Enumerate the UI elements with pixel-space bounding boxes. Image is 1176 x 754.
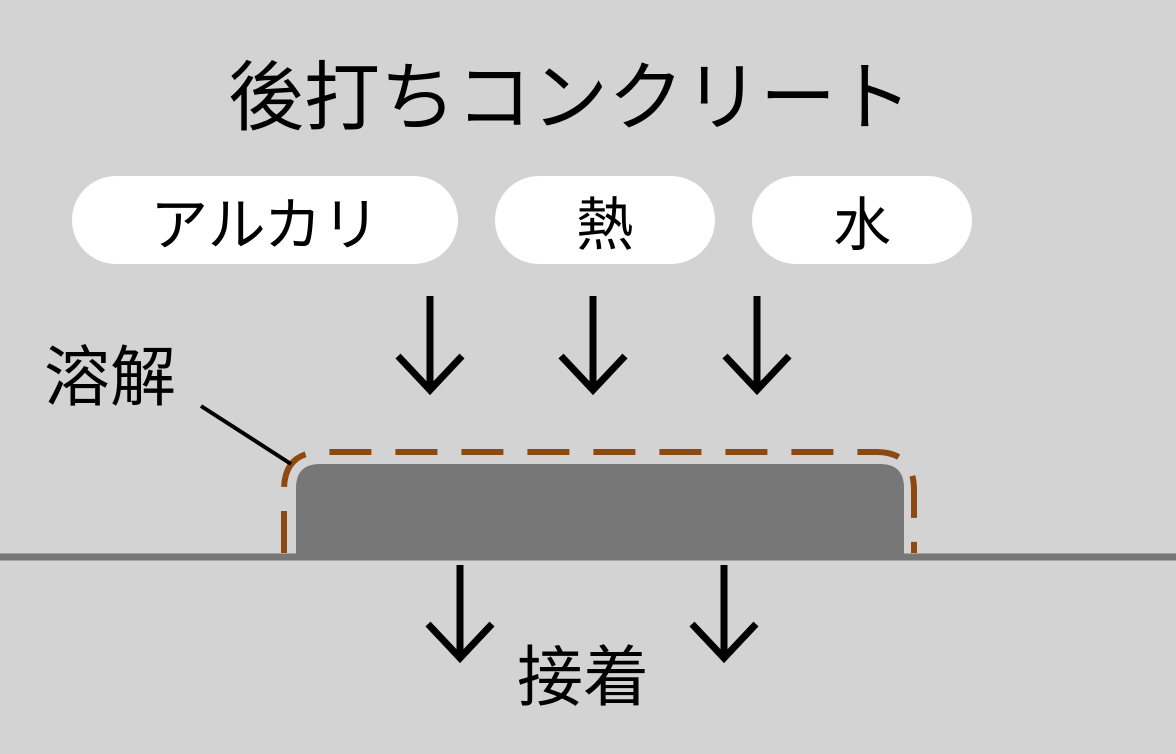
factor-alkali-pill: アルカリ xyxy=(72,176,458,264)
arrow-down-icon xyxy=(395,296,465,396)
factor-alkali-label: アルカリ xyxy=(150,191,380,259)
concrete-block xyxy=(296,464,904,557)
factor-heat-label: 熱 xyxy=(575,191,634,259)
factor-water-pill: 水 xyxy=(752,176,972,264)
dissolve-leader-line xyxy=(199,404,293,466)
arrow-down-icon xyxy=(722,296,792,396)
arrow-down-icon xyxy=(558,296,628,396)
adhere-label: 接着 xyxy=(517,639,649,716)
arrow-down-icon xyxy=(425,565,495,664)
diagram-title: 後打ちコンクリート xyxy=(228,53,912,142)
factor-heat-pill: 熱 xyxy=(495,176,715,264)
factor-water-label: 水 xyxy=(832,191,891,259)
dissolution-outline xyxy=(281,449,917,553)
arrow-down-icon xyxy=(689,565,759,664)
dissolve-label: 溶解 xyxy=(44,339,176,416)
